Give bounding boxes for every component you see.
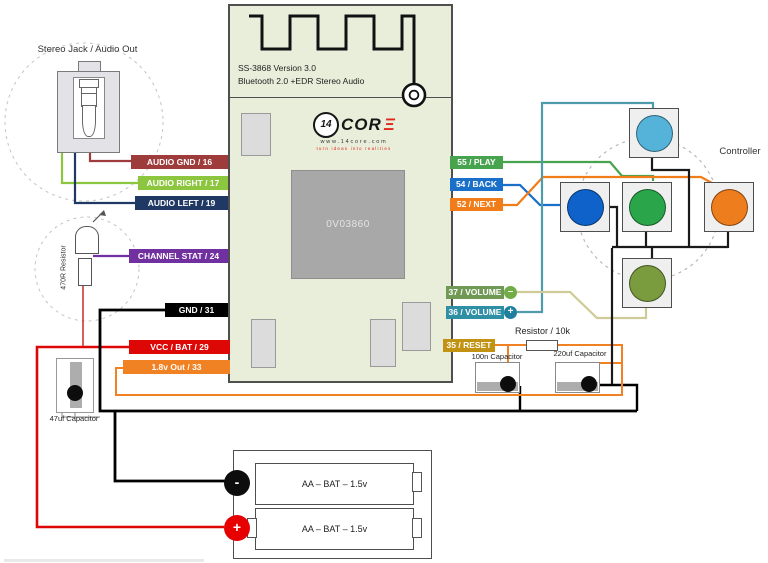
battery-cell-1: AA – BAT – 1.5v <box>255 463 414 505</box>
controller-button-top <box>629 108 679 158</box>
pin-volume-plus: 36 / VOLUME <box>446 306 504 319</box>
pin-next: 52 / NEXT <box>450 198 503 211</box>
controller-button-right <box>704 182 754 232</box>
board-pad <box>241 113 271 156</box>
logo-badge: 14 <box>313 112 340 138</box>
led-icon <box>75 226 99 254</box>
battery-plus-terminal: + <box>224 515 250 541</box>
pin-1v8-out: 1.8v Out / 33 <box>123 360 230 374</box>
cap-100n-label: 100n Capacitor <box>471 352 523 361</box>
chip-label: 0V03860 <box>326 219 370 230</box>
volume-minus-sign: – <box>504 286 517 299</box>
volume-plus-sign: + <box>504 306 517 319</box>
wire-next <box>503 175 724 207</box>
wire-audio-left <box>73 151 135 205</box>
board-pad <box>402 302 431 351</box>
controller-label: Controller <box>719 146 761 157</box>
controller-button-left <box>560 182 610 232</box>
pin-play: 55 / PLAY <box>450 156 503 169</box>
battery-tab <box>412 472 422 492</box>
led-arrow <box>92 212 103 223</box>
board-title-line2: Bluetooth 2.0 +EDR Stereo Audio <box>238 76 365 86</box>
wire-audio-right <box>60 151 138 185</box>
board-pad <box>370 319 396 367</box>
button-dot <box>628 264 666 302</box>
pin-back: 54 / BACK <box>450 178 503 191</box>
button-dot <box>628 188 666 226</box>
board-title: SS-3868 Version 3.0 Bluetooth 2.0 +EDR S… <box>238 62 364 88</box>
battery-cell-2: AA – BAT – 1.5v <box>255 508 414 550</box>
cap-100n-terminal <box>500 376 516 392</box>
resistor-470r-label: 470R Resistor <box>60 245 68 290</box>
logo-wordmark: COR <box>341 115 382 134</box>
plug-tip <box>82 105 96 137</box>
wire-gnd-battery <box>113 411 225 483</box>
pin-audio-right: AUDIO RIGHT / 17 <box>138 176 228 190</box>
board-separator <box>230 97 451 98</box>
cap-47uf-terminal <box>67 385 83 401</box>
button-dot <box>710 188 748 226</box>
logo-url: www.14core.com <box>320 139 388 145</box>
cap-220uf-terminal <box>581 376 597 392</box>
resistor-470r-body <box>78 258 92 286</box>
pin-reset: 35 / RESET <box>443 339 495 352</box>
pin-volume-minus: 37 / VOLUME <box>446 286 504 299</box>
wire-play <box>503 160 655 181</box>
wire-back <box>503 183 560 207</box>
board-pad <box>251 319 276 368</box>
button-dot <box>635 114 673 152</box>
cap-47uf-label: 47uf Capacitor <box>49 414 99 423</box>
pin-gnd: GND / 31 <box>165 303 228 317</box>
brand-logo: 14 COR Ξ www.14core.com turn ideas into … <box>294 112 414 151</box>
pin-audio-gnd: AUDIO GND / 16 <box>131 155 228 169</box>
pin-vcc-bat: VCC / BAT / 29 <box>129 340 230 354</box>
logo-tagline: turn ideas into realities <box>316 146 392 151</box>
chip: 0V03860 <box>291 170 405 279</box>
logo-e-icon: Ξ <box>383 115 395 134</box>
wire-gnd-cap220uf <box>597 383 639 411</box>
stereo-jack-label: Stereo Jack / Audio Out <box>37 44 138 55</box>
button-dot <box>566 188 604 226</box>
battery-tab <box>412 518 422 538</box>
wire-ctrl-bus <box>612 230 730 258</box>
led-arrow-head <box>99 210 106 216</box>
battery-minus-terminal: - <box>224 470 250 496</box>
resistor-10k-label: Resistor / 10k <box>514 326 571 336</box>
controller-button-center <box>622 182 672 232</box>
bluetooth-module-board: SS-3868 Version 3.0 Bluetooth 2.0 +EDR S… <box>228 4 453 383</box>
cap-220uf-label: 220uf Capacitor <box>553 349 607 358</box>
board-title-line1: SS-3868 Version 3.0 <box>238 63 316 73</box>
pin-channel-stat: CHANNEL STAT / 24 <box>129 249 228 263</box>
cropped-caption-remnant <box>4 559 204 562</box>
pin-audio-left: AUDIO LEFT / 19 <box>135 196 228 210</box>
controller-button-bottom <box>622 258 672 308</box>
